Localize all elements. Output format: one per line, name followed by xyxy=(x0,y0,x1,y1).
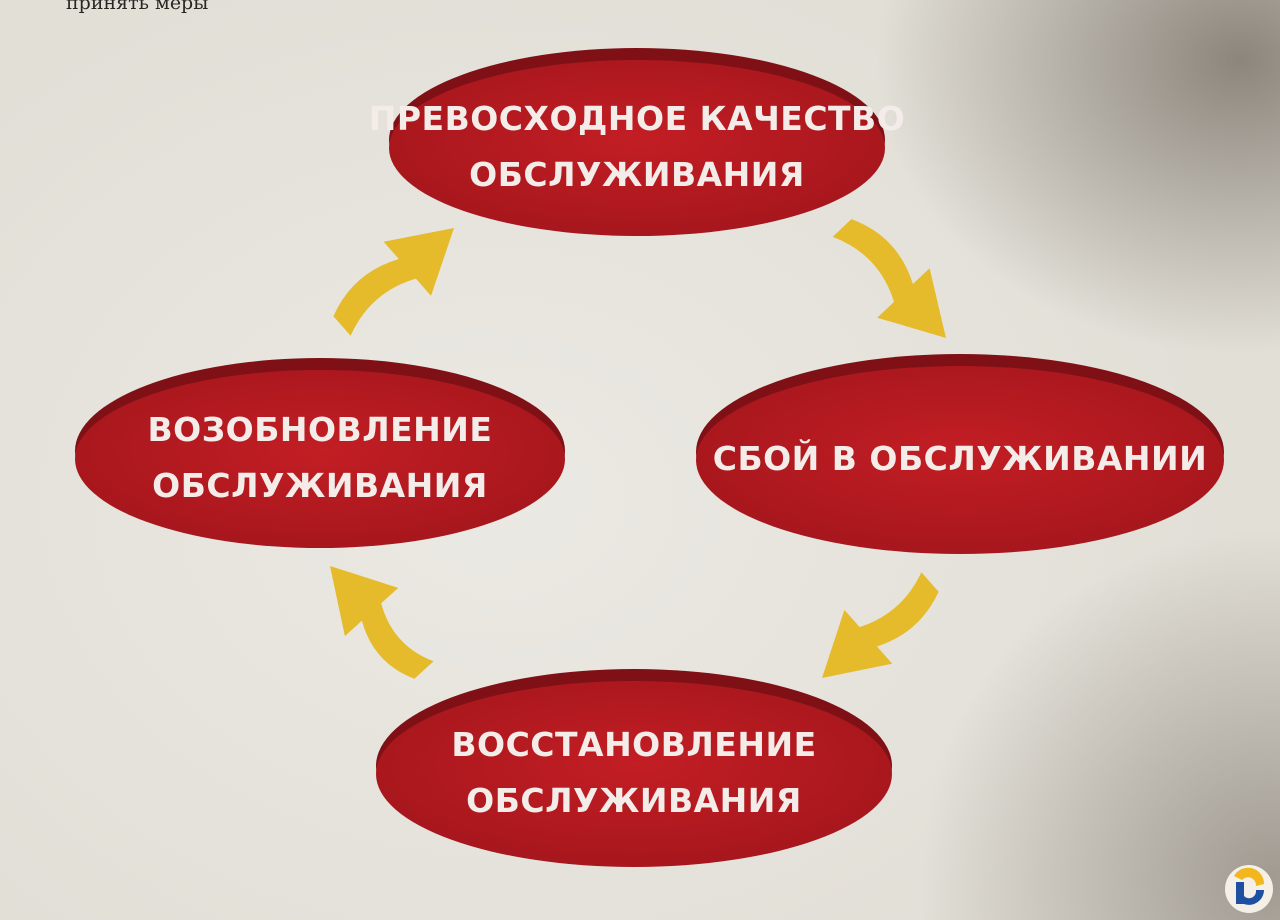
cycle-node-label: ВОЗОБНОВЛЕНИЕ xyxy=(148,410,493,449)
cycle-node-label: СБОЙ В ОБСЛУЖИВАНИИ xyxy=(713,438,1208,478)
cycle-node-label: ВОССТАНОВЛЕНИЕ xyxy=(451,725,816,764)
cycle-node-ellipse xyxy=(696,366,1224,554)
cycle-node-label: ОБСЛУЖИВАНИЯ xyxy=(469,155,805,194)
cycle-node-failure: СБОЙ В ОБСЛУЖИВАНИИ xyxy=(696,354,1224,554)
cycle-node-label: ОБСЛУЖИВАНИЯ xyxy=(466,781,802,820)
cycle-node-recovery: ВОССТАНОВЛЕНИЕ ОБСЛУЖИВАНИЯ xyxy=(376,669,892,867)
cycle-node-ellipse xyxy=(75,370,565,548)
arrow-failure-to-recovery-icon xyxy=(822,572,939,678)
cycle-node-quality: ПРЕВОСХОДНОЕ КАЧЕСТВО ОБСЛУЖИВАНИЯ xyxy=(369,48,906,236)
cycle-node-renewal: ВОЗОБНОВЛЕНИЕ ОБСЛУЖИВАНИЯ xyxy=(75,358,565,548)
logo-badge-icon xyxy=(1225,865,1273,913)
arrow-renewal-to-quality-icon xyxy=(333,228,454,336)
cycle-node-ellipse xyxy=(376,681,892,867)
cycle-node-ellipse xyxy=(389,60,885,236)
header-text: принять меры xyxy=(66,0,209,14)
cycle-node-label: ОБСЛУЖИВАНИЯ xyxy=(152,466,488,505)
arrow-quality-to-failure-icon xyxy=(832,219,946,338)
arrow-recovery-to-renewal-icon xyxy=(330,566,434,679)
cycle-node-label: ПРЕВОСХОДНОЕ КАЧЕСТВО xyxy=(369,99,906,138)
